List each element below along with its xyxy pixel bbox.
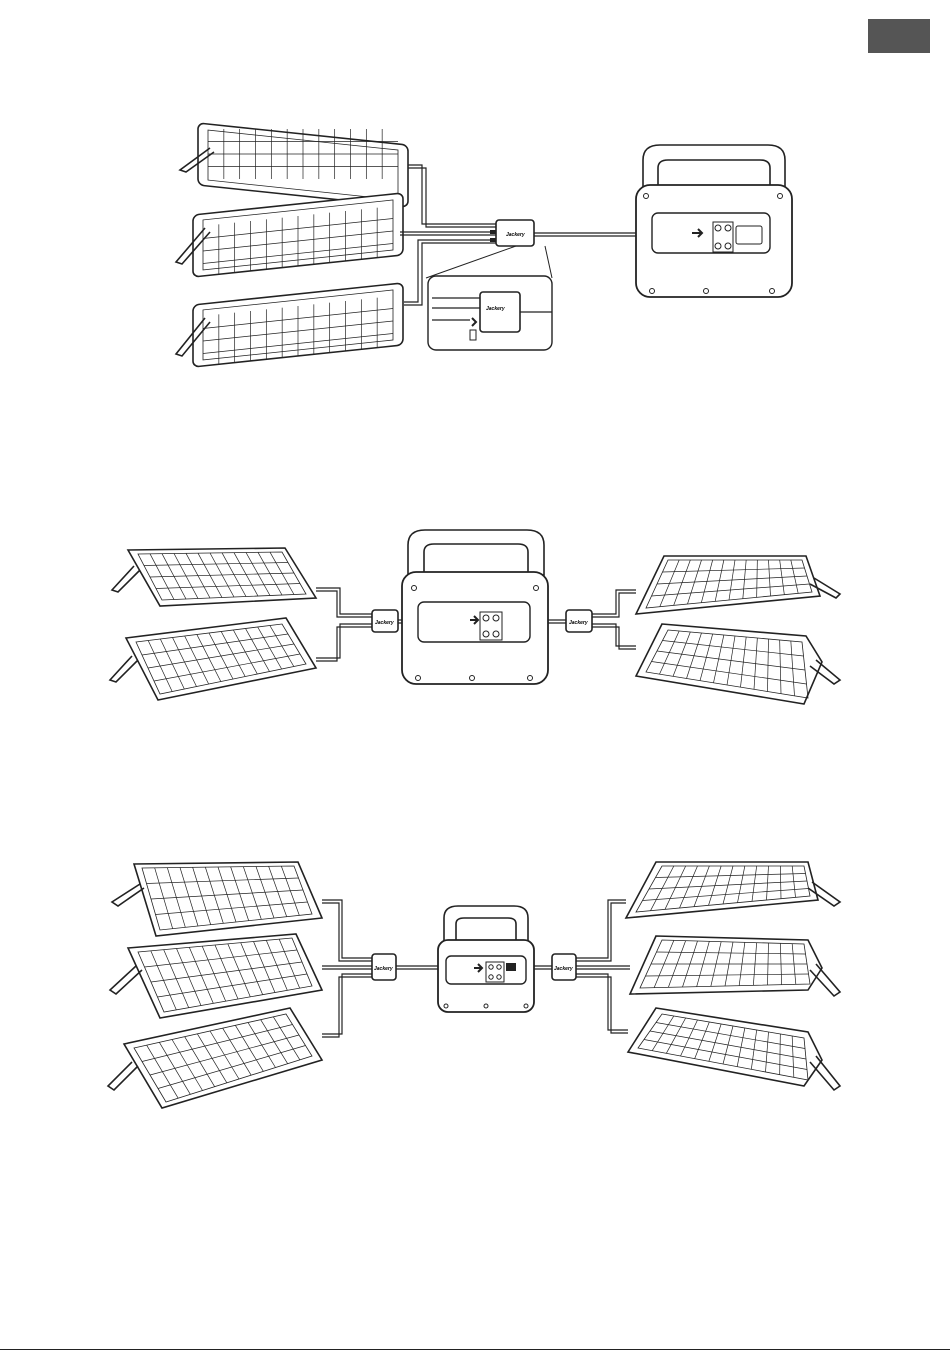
solar-panel-right-b [630,936,822,994]
diagram-1-three-panels: Jackery Jackery [176,123,792,367]
diagram-2-four-panels: Jackery Jackery [110,530,840,704]
connector-logo-left-3: Jackery [374,966,393,972]
y-connector-right-3: Jackery [552,954,576,980]
inset-connector-logo: Jackery [486,306,505,312]
connector-logo-right: Jackery [569,620,588,626]
power-station-1 [636,145,792,297]
power-station-3 [438,906,534,1012]
y-connector: Jackery [490,220,534,246]
solar-panel-left-c [124,1008,322,1108]
connector-logo-left: Jackery [375,620,394,626]
y-connector-left-3: Jackery [372,954,396,980]
power-station-2 [402,530,548,684]
solar-panel-left-2 [126,618,316,700]
y-connector-left: Jackery [372,610,398,632]
connector-logo-right-3: Jackery [554,966,573,972]
solar-panel-left-a [134,862,322,936]
connector-logo: Jackery [506,232,525,238]
zoom-inset: Jackery [426,246,552,350]
y-connector-right: Jackery [566,610,592,632]
